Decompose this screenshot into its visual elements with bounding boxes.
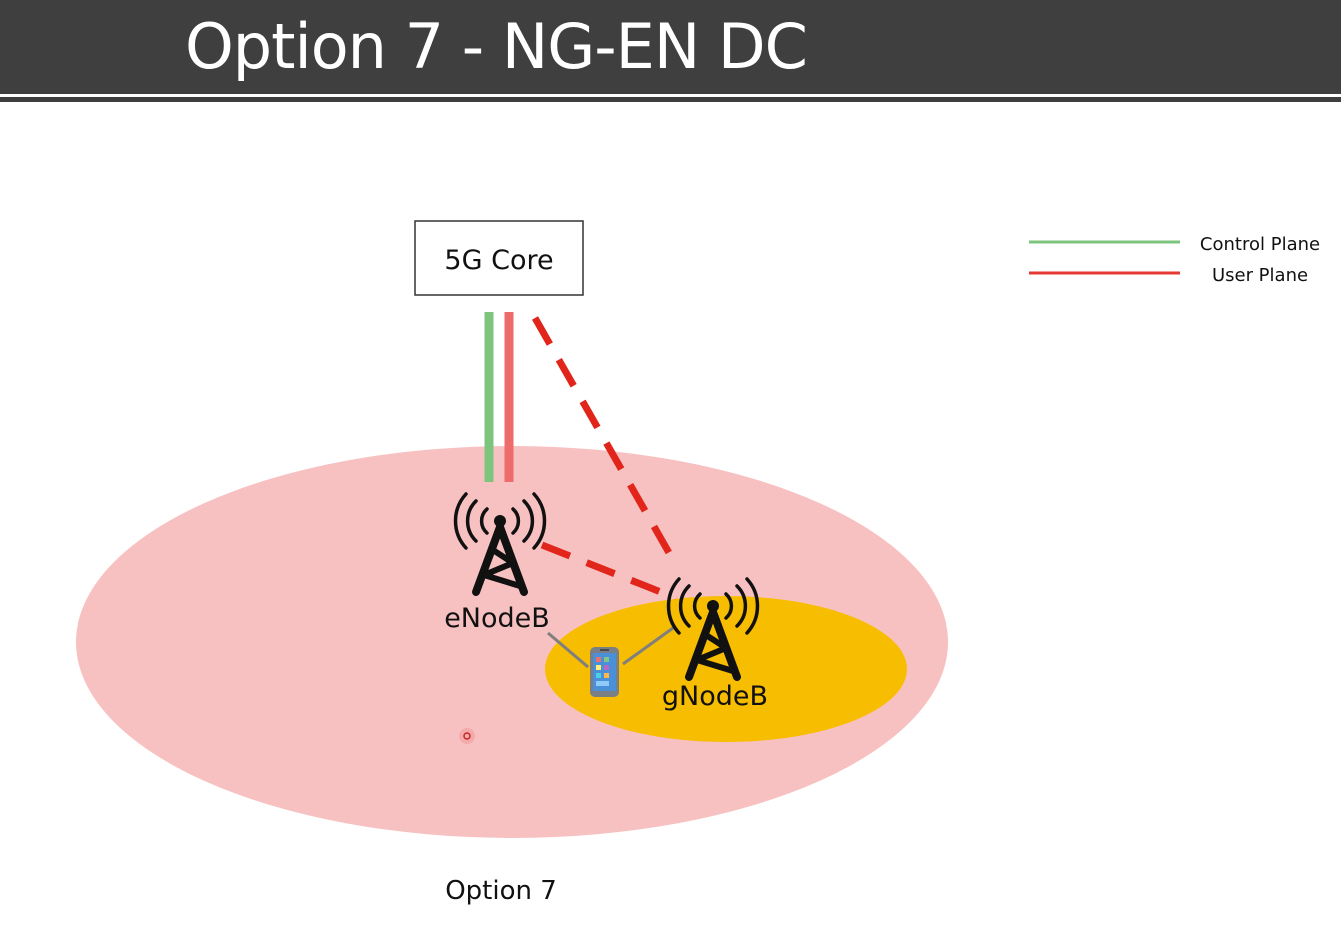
diagram-caption: Option 7 [445,876,557,906]
radio-link-phone-enodeb [547,631,589,669]
legend-control-plane-label: Control Plane [1200,234,1320,255]
5g-core-node: 5G Core [414,220,584,296]
legend: Control Plane User Plane [1029,234,1320,286]
gnodeb-tower-icon [666,577,760,681]
title-divider-light [0,94,1341,97]
radio-link-phone-gnodeb [622,626,674,666]
legend-user-plane-label: User Plane [1212,265,1308,286]
slide-title: Option 7 - NG-EN DC [185,10,808,83]
user-plane-link-enodeb-gnodeb [540,541,678,602]
5g-core-label: 5G Core [444,245,553,276]
enodeb-label: eNodeB [444,603,550,634]
title-bar [0,0,1341,94]
title-divider-dark [0,97,1341,102]
enodeb-tower-icon [453,492,547,596]
smartphone-icon [590,647,619,697]
gnodeb-label: gNodeB [662,681,768,712]
cursor-marker-icon [459,728,475,744]
